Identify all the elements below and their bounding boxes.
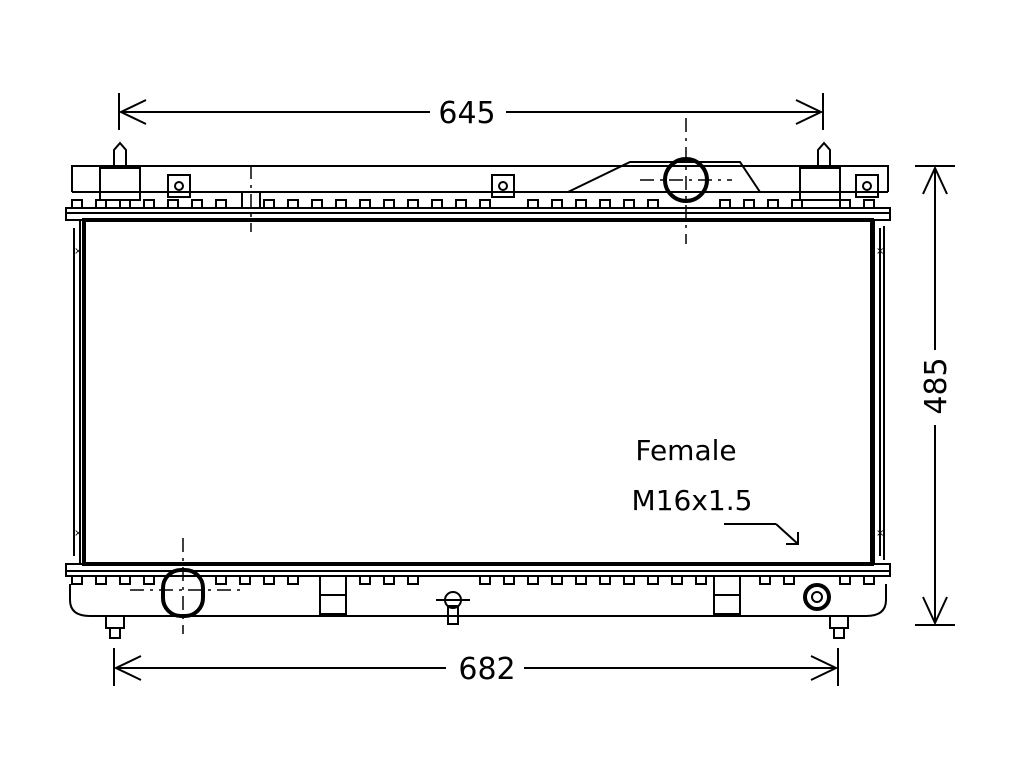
dimension-height-label: 485	[919, 357, 954, 414]
svg-text:×: ×	[74, 246, 82, 257]
top-crimp-tabs	[71, 199, 875, 208]
dimension-top: 645	[118, 93, 824, 131]
top-left-mount-pin	[99, 141, 141, 201]
top-inlet-pipe	[640, 118, 732, 244]
dimension-bottom-label: 682	[458, 652, 515, 687]
fitting-annotation: Female M16x1.5	[632, 434, 799, 545]
bottom-bracket-left	[319, 575, 347, 615]
svg-text:×: ×	[876, 528, 884, 539]
top-boss-right	[855, 174, 879, 198]
annotation-thread-size: M16x1.5	[632, 484, 753, 517]
radiator-core: × × × ×	[73, 218, 885, 566]
drain-plug	[436, 591, 470, 625]
bottom-outlet-pipe	[130, 538, 240, 634]
top-boss-center	[491, 174, 515, 198]
svg-text:×: ×	[876, 246, 884, 257]
female-fitting	[803, 583, 831, 611]
bottom-left-mount-pin	[105, 616, 125, 629]
dimension-top-label: 645	[438, 96, 495, 131]
top-boss-left	[167, 174, 191, 198]
annotation-female: Female	[635, 434, 736, 467]
dimension-height: 485	[915, 165, 955, 626]
bottom-right-mount-pin	[829, 616, 849, 629]
bottom-bracket-right	[713, 575, 741, 615]
top-right-mount-pin	[799, 141, 841, 201]
dimension-bottom: 682	[113, 648, 839, 687]
svg-text:×: ×	[74, 528, 82, 539]
bottom-tank	[65, 538, 891, 639]
top-tank	[65, 118, 891, 244]
